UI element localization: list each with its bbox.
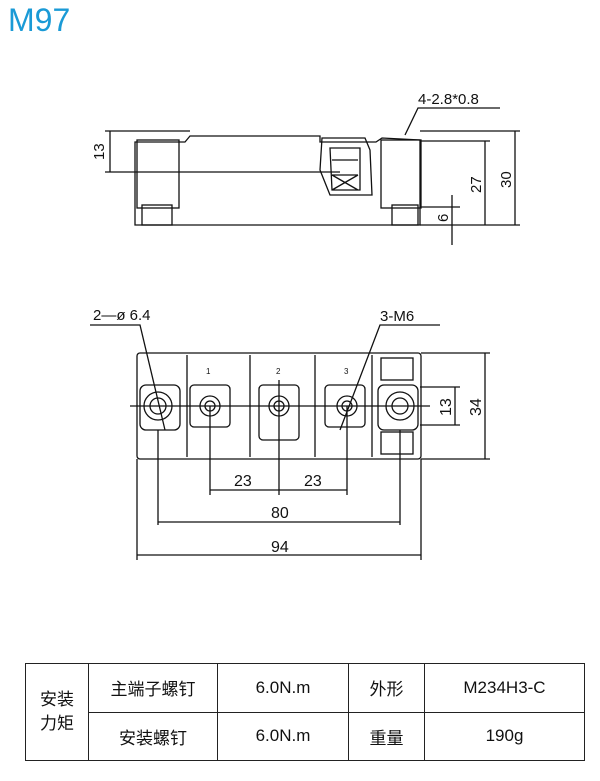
hole-note: 2—ø 6.4 xyxy=(93,307,151,324)
dim-pitch-1: 23 xyxy=(234,473,252,490)
dim-pitch-2: 23 xyxy=(304,473,322,490)
dim-side-13: 13 xyxy=(91,143,108,160)
table-row: 安装 力矩 主端子螺钉 6.0N.m 外形 M234H3-C xyxy=(25,663,585,761)
table-row: 安装螺钉 6.0N.m 重量 190g xyxy=(26,711,585,761)
dim-side-6: 6 xyxy=(435,214,452,222)
dim-side-27: 27 xyxy=(468,176,485,193)
row-key-value: M234H3-C xyxy=(424,663,585,713)
row-label: 安装螺钉 xyxy=(88,711,218,761)
row-key: 外形 xyxy=(348,663,425,713)
row-value: 6.0N.m xyxy=(217,663,349,713)
dim-length: 94 xyxy=(271,539,289,556)
model-title: M97 xyxy=(8,2,71,38)
dim-side-30: 30 xyxy=(498,171,515,188)
side-view: 4-2.8*0.8 13 27 30 6 xyxy=(91,91,520,245)
row-key-value: 190g xyxy=(424,711,585,761)
row-key: 重量 xyxy=(348,711,425,761)
spec-table: 安装 力矩 主端子螺钉 6.0N.m 外形 M234H3-C 安装螺钉 6.0N… xyxy=(25,663,585,761)
screw-note: 3-M6 xyxy=(380,308,414,325)
terminal-label-1: 1 xyxy=(206,367,211,376)
terminal-label-3: 3 xyxy=(344,367,349,376)
row-value: 6.0N.m xyxy=(217,711,349,761)
terminal-label-2: 2 xyxy=(276,367,281,376)
dim-width: 34 xyxy=(468,398,485,416)
dim-top-13: 13 xyxy=(438,398,455,416)
dim-hole-spacing: 80 xyxy=(271,505,289,522)
terminal-note: 4-2.8*0.8 xyxy=(418,91,479,108)
torque-header: 安装 力矩 xyxy=(25,663,89,761)
row-label: 主端子螺钉 xyxy=(88,663,218,713)
top-view: 2—ø 6.4 3-M6 1 2 3 23 23 80 94 13 34 xyxy=(90,307,490,560)
mechanical-drawing: 4-2.8*0.8 13 27 30 6 xyxy=(90,91,520,560)
